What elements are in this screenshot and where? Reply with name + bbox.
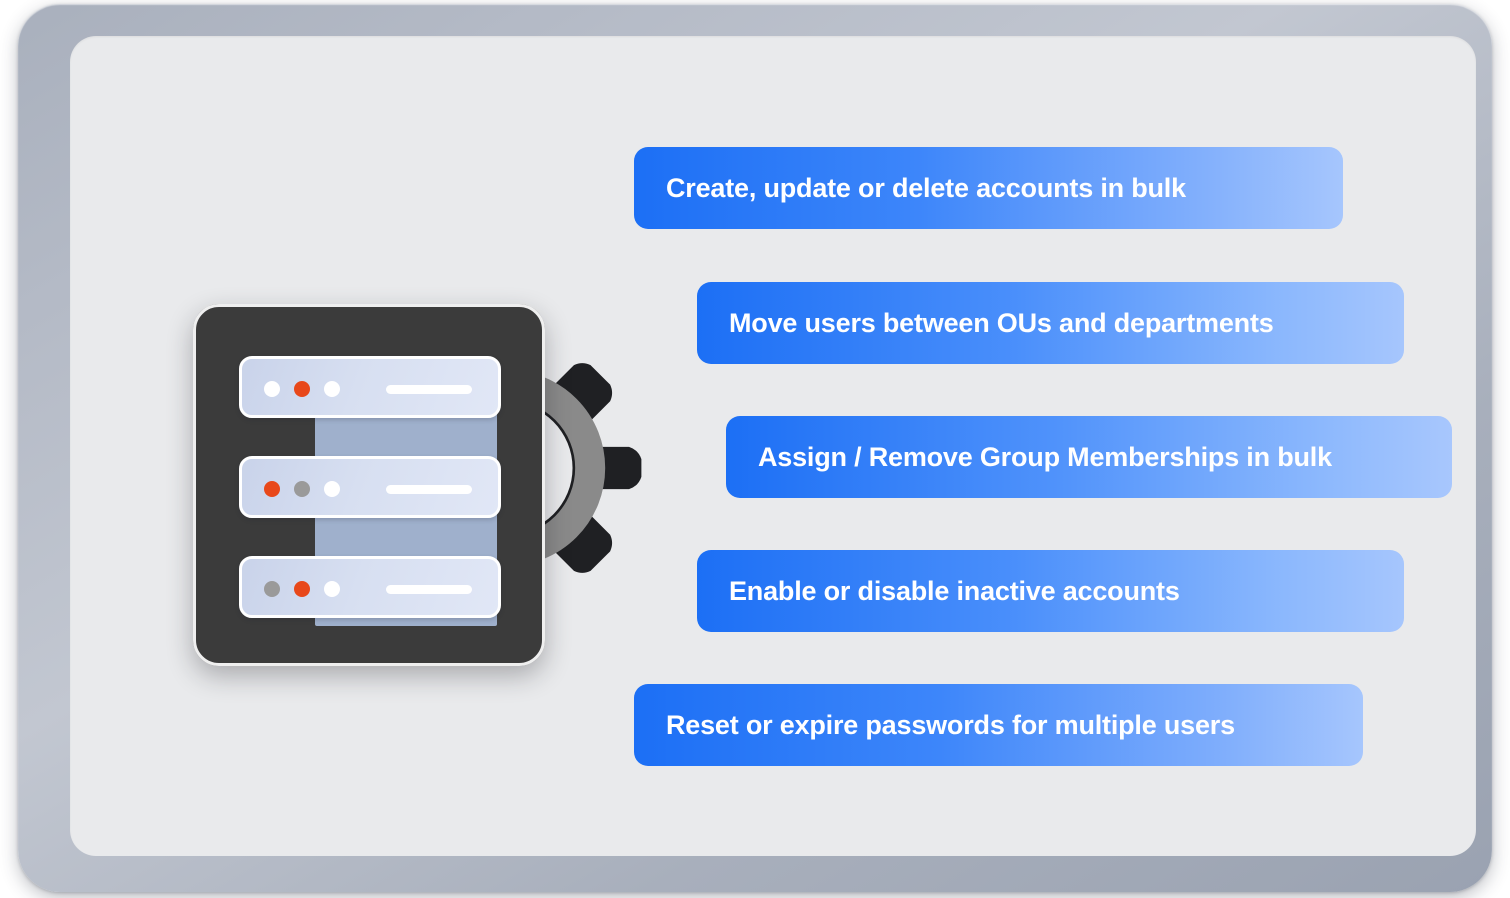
status-led-white bbox=[324, 481, 340, 497]
feature-pill-label: Reset or expire passwords for multiple u… bbox=[666, 709, 1235, 740]
server-row bbox=[239, 456, 501, 518]
feature-pill-label: Enable or disable inactive accounts bbox=[729, 575, 1180, 606]
feature-pill-group-memberships[interactable]: Assign / Remove Group Memberships in bul… bbox=[726, 416, 1452, 498]
status-led-gray bbox=[294, 481, 310, 497]
status-led-white bbox=[324, 381, 340, 397]
status-led-white bbox=[324, 581, 340, 597]
feature-pill-label: Assign / Remove Group Memberships in bul… bbox=[758, 441, 1332, 472]
server-row-bar bbox=[386, 385, 472, 394]
status-led-gray bbox=[264, 581, 280, 597]
server-row bbox=[239, 356, 501, 418]
feature-pill-label: Create, update or delete accounts in bul… bbox=[666, 172, 1186, 203]
status-led-orange bbox=[294, 381, 310, 397]
device-bezel: Create, update or delete accounts in bul… bbox=[18, 4, 1492, 892]
server-gear-illustration bbox=[141, 272, 642, 672]
status-led-orange bbox=[294, 581, 310, 597]
server-chassis bbox=[193, 304, 545, 666]
server-row-bar bbox=[386, 585, 472, 594]
server-row-bar bbox=[386, 485, 472, 494]
feature-pill-enable-disable[interactable]: Enable or disable inactive accounts bbox=[697, 550, 1404, 632]
feature-pill-create-update-delete[interactable]: Create, update or delete accounts in bul… bbox=[634, 147, 1343, 229]
status-led-white bbox=[264, 381, 280, 397]
feature-pill-label: Move users between OUs and departments bbox=[729, 307, 1274, 338]
feature-pill-reset-expire-passwords[interactable]: Reset or expire passwords for multiple u… bbox=[634, 684, 1363, 766]
status-led-orange bbox=[264, 481, 280, 497]
screen-panel: Create, update or delete accounts in bul… bbox=[70, 36, 1476, 856]
server-row bbox=[239, 556, 501, 618]
feature-pill-move-users-ous[interactable]: Move users between OUs and departments bbox=[697, 282, 1404, 364]
